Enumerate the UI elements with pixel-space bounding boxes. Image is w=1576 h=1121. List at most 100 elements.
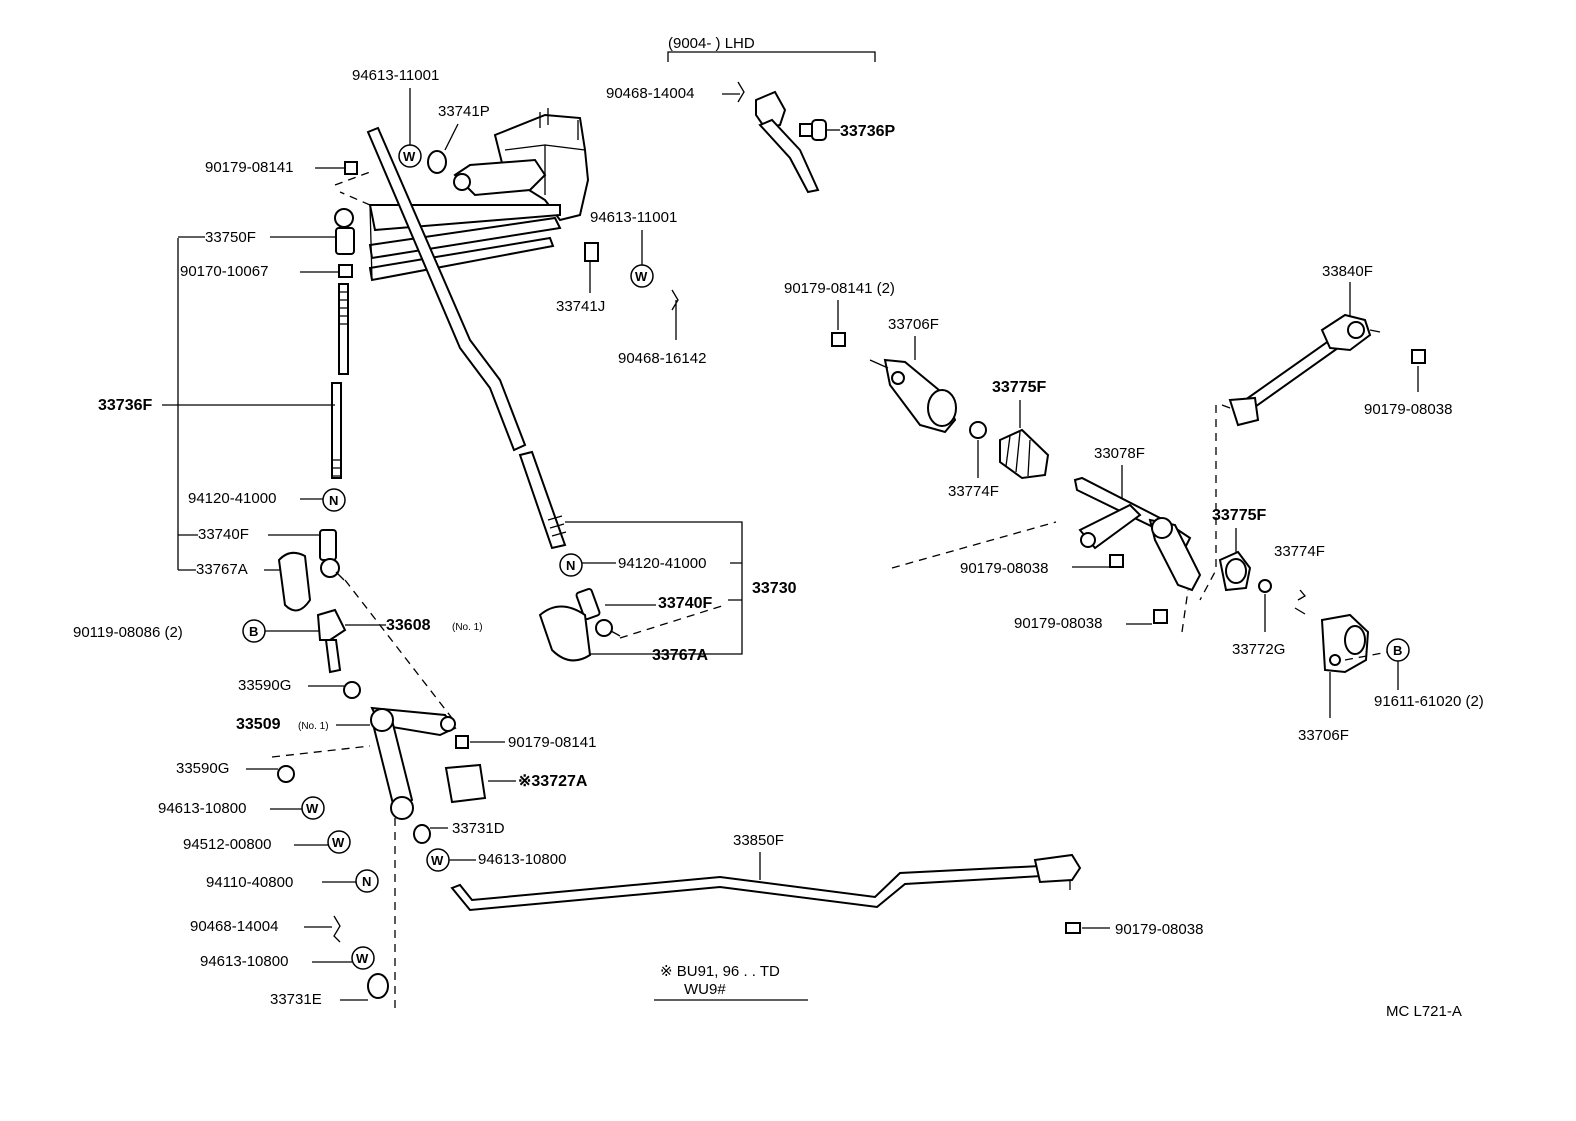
- label-94613-11001-mid: 94613-11001: [590, 209, 677, 226]
- label-90179-08141-a: 90179-08141: [205, 159, 293, 176]
- svg-text:W: W: [403, 149, 416, 164]
- label-33840F: 33840F: [1322, 263, 1373, 280]
- svg-text:N: N: [566, 558, 575, 573]
- label-33767A-a: 33767A: [196, 561, 248, 578]
- label-94120-41000-a: 94120-41000: [188, 490, 276, 507]
- svg-text:W: W: [431, 853, 444, 868]
- transmission-housing: [453, 108, 590, 222]
- label-90179-08038-b: 90179-08038: [1115, 921, 1203, 938]
- label-90179-08038-m2: 90179-08038: [1014, 615, 1102, 632]
- nut-symbol-3: N: [559, 553, 583, 577]
- washer-symbol-2: W: [301, 796, 325, 820]
- bushing-33590G-a: [343, 681, 361, 699]
- svg-text:B: B: [1393, 643, 1402, 658]
- label-33727A: ※33727A: [518, 773, 588, 790]
- svg-text:W: W: [356, 951, 369, 966]
- washer-symbol-3: W: [327, 830, 351, 854]
- link-33840F: [1221, 313, 1381, 427]
- label-33509-note: (No. 1): [298, 721, 329, 732]
- ball-socket-33740F-a: [319, 529, 345, 581]
- label-94120-41000-b: 94120-41000: [618, 555, 706, 572]
- clip-pin-b: [333, 915, 341, 943]
- lhd-lever: [755, 90, 820, 194]
- label-33741J: 33741J: [556, 298, 605, 315]
- clip-pin-top: [737, 81, 745, 103]
- dash-91611: [1344, 651, 1389, 661]
- nut-90179-08038-b: [1065, 922, 1081, 934]
- bushing-33741P: [427, 150, 447, 174]
- group-bracket-33730: [565, 521, 743, 655]
- label-33736F: 33736F: [98, 397, 152, 414]
- dash-nut-a: [334, 171, 371, 206]
- label-94110-40800: 94110-40800: [206, 874, 293, 891]
- ball-socket-33740F-b: [575, 587, 621, 637]
- label-33774F-b: 33774F: [1274, 543, 1325, 560]
- label-90179-08038-m: 90179-08038: [960, 560, 1048, 577]
- label-33740F-b: 33740F: [658, 595, 712, 612]
- label-33730: 33730: [752, 580, 797, 597]
- bracket-33608: [316, 608, 347, 674]
- nut-90179-08141-2: [831, 332, 846, 347]
- label-94613-11001-top: 94613-11001: [352, 67, 439, 84]
- svg-text:N: N: [329, 493, 338, 508]
- nut-90179-08141-a: [344, 161, 358, 175]
- washer-symbol-4: W: [426, 848, 450, 872]
- shift-rod-33730: [366, 126, 567, 550]
- label-90179-08038-r: 90179-08038: [1364, 401, 1452, 418]
- svg-text:W: W: [306, 801, 319, 816]
- label-33772G: 33772G: [1232, 641, 1285, 658]
- nut-90179-08141-b: [455, 735, 469, 749]
- lhd-bracket: [667, 51, 876, 62]
- bushing-33741J: [584, 242, 599, 262]
- footnote-line2: WU9#: [684, 981, 726, 998]
- label-33078F: 33078F: [1094, 445, 1145, 462]
- shaft-33078F: [1073, 476, 1202, 592]
- label-33775F-a: 33775F: [992, 379, 1046, 396]
- clip-pin-mid: [671, 289, 679, 340]
- label-33706F-b: 33706F: [1298, 727, 1349, 744]
- threaded-rod-33736F: [331, 283, 349, 479]
- dash-33740F-b: [619, 604, 726, 639]
- housing-33706F-a: [869, 358, 957, 434]
- boot-33767A-a: [277, 551, 312, 612]
- ring-33774F-a: [969, 421, 987, 439]
- label-90119-08086: 90119-08086 (2): [73, 624, 183, 641]
- label-33608: 33608: [386, 617, 431, 634]
- label-94613-10800-c: 94613-10800: [200, 953, 288, 970]
- label-90179-08141-2: 90179-08141 (2): [784, 280, 895, 297]
- shift-shafts: [368, 204, 562, 282]
- dash-right-vertical: [1181, 405, 1217, 633]
- svg-text:N: N: [362, 874, 371, 889]
- clip-33774F-b: [1294, 589, 1306, 615]
- label-33509: 33509: [236, 716, 281, 733]
- label-90468-14004-top: 90468-14004: [606, 85, 694, 102]
- bolt-symbol-2: B: [1386, 638, 1410, 662]
- label-90468-14004-b: 90468-14004: [190, 918, 278, 935]
- label-33608-note: (No. 1): [452, 622, 483, 633]
- svg-text:W: W: [635, 269, 648, 284]
- label-33740F-a: 33740F: [198, 526, 249, 543]
- label-33741P: 33741P: [438, 103, 490, 120]
- label-33590G-a: 33590G: [238, 677, 291, 694]
- label-94613-10800-a: 94613-10800: [158, 800, 246, 817]
- label-90170-10067: 90170-10067: [180, 263, 268, 280]
- label-90468-16142: 90468-16142: [618, 350, 706, 367]
- diagram-code: MC L721-A: [1386, 1003, 1462, 1020]
- label-33774F-a: 33774F: [948, 483, 999, 500]
- label-33590G-b: 33590G: [176, 760, 229, 777]
- nut-symbol-1: N: [322, 488, 346, 512]
- label-90179-08141-b: 90179-08141: [508, 734, 596, 751]
- nut-90170-10067: [338, 264, 353, 278]
- washer-symbol-1: W: [398, 144, 422, 168]
- label-33731D: 33731D: [452, 820, 505, 837]
- washer-symbol-5: W: [351, 946, 375, 970]
- bolt-33736P: [799, 119, 827, 141]
- lhd-range-label: (9004- ) LHD: [668, 35, 755, 52]
- rod-33850F: [450, 853, 1082, 912]
- label-33750F: 33750F: [205, 229, 256, 246]
- boot-33775F-a: [999, 428, 1050, 480]
- label-33736P: 33736P: [840, 123, 895, 140]
- label-33706F-a: 33706F: [888, 316, 939, 333]
